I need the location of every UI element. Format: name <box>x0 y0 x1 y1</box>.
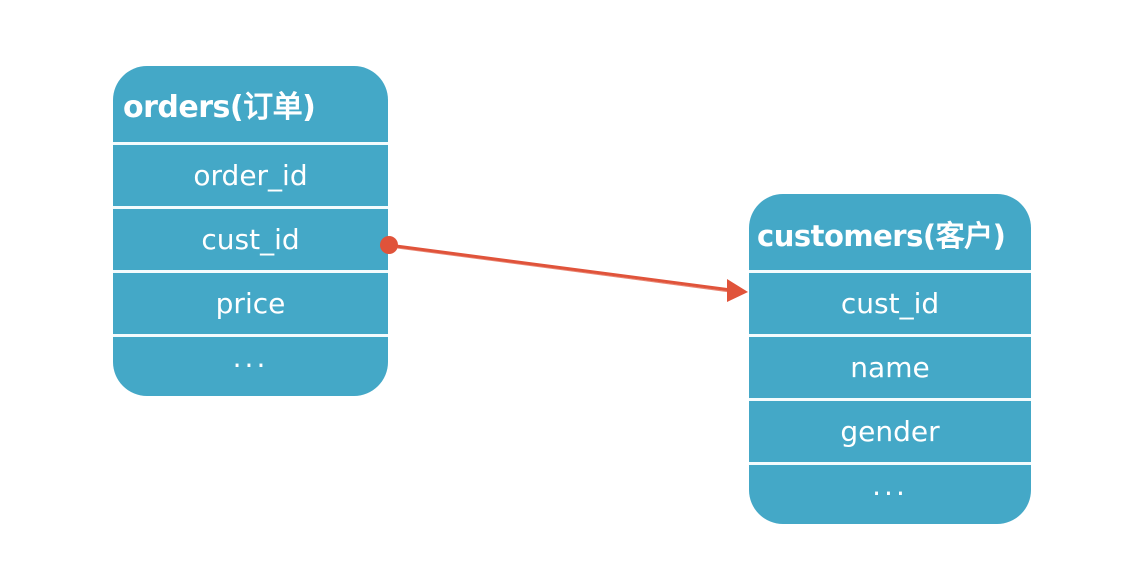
customers-title: customers(客户) <box>757 219 1006 253</box>
orders-field-price[interactable]: price <box>113 270 388 334</box>
orders-entity[interactable]: orders(订单) order_id cust_id price ... <box>113 66 388 396</box>
orders-field-order-id[interactable]: order_id <box>113 142 388 206</box>
customers-field-gender[interactable]: gender <box>749 398 1031 462</box>
customers-field-more: ... <box>749 462 1031 520</box>
connector-line-shadow <box>397 247 732 293</box>
connector-arrowhead-icon <box>727 279 748 302</box>
connector-line <box>394 244 733 292</box>
customers-entity[interactable]: customers(客户) cust_id name gender ... <box>749 194 1031 524</box>
customers-field-cust-id[interactable]: cust_id <box>749 270 1031 334</box>
customers-field-name[interactable]: name <box>749 334 1031 398</box>
orders-field-cust-id[interactable]: cust_id <box>113 206 388 270</box>
orders-field-more: ... <box>113 334 388 392</box>
orders-title: orders(订单) <box>123 90 316 125</box>
